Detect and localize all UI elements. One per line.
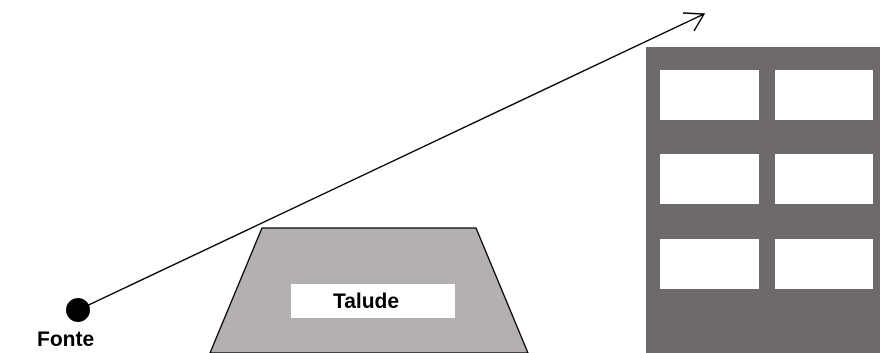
sound-ray <box>77 12 706 311</box>
building <box>646 47 880 353</box>
building-window <box>775 239 873 289</box>
building-window <box>660 154 759 204</box>
embankment-label: Talude <box>333 290 399 313</box>
building-window <box>660 70 759 120</box>
building-window <box>660 239 759 289</box>
embankment: Talude <box>209 227 529 353</box>
source: Fonte <box>37 298 94 351</box>
source-dot <box>66 298 90 322</box>
arrow-head-icon <box>682 12 706 32</box>
building-window <box>775 154 873 204</box>
source-label: Fonte <box>37 328 94 351</box>
building-window <box>775 70 873 120</box>
ray-line <box>77 13 705 311</box>
embankment-label-box <box>291 284 455 318</box>
